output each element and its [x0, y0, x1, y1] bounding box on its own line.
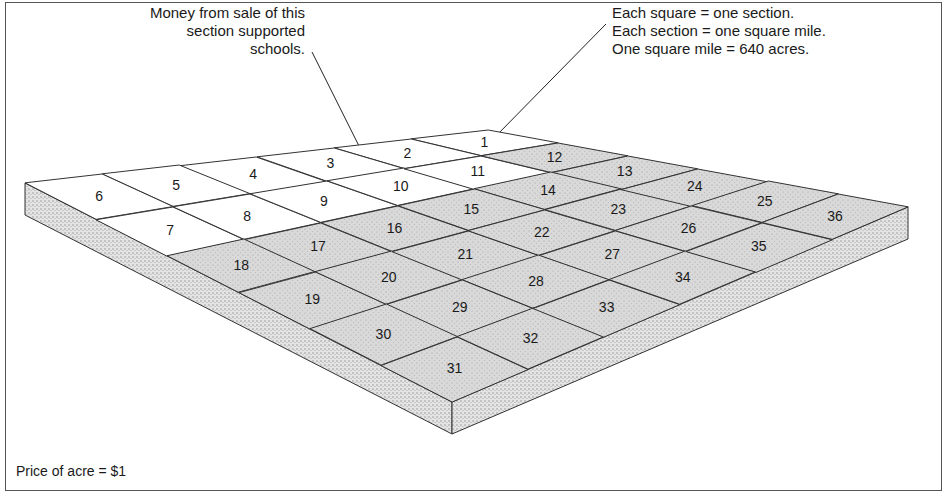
section-number: 9 [320, 193, 328, 209]
callout-note: Money from sale of this section supporte… [140, 4, 305, 58]
section-number: 3 [326, 155, 334, 171]
callout-note: Each section = one square mile. [612, 22, 826, 40]
section-number: 7 [166, 222, 174, 238]
section-number: 10 [393, 178, 409, 194]
callout-note: Each square = one section. [612, 4, 794, 22]
section-number: 5 [172, 177, 180, 193]
section-number: 20 [381, 269, 397, 285]
section-number: 25 [757, 193, 773, 209]
section-number: 2 [403, 145, 411, 161]
section-number: 13 [617, 163, 633, 179]
section-number: 30 [376, 326, 392, 342]
section-square: 36 [762, 194, 908, 239]
section-number: 21 [458, 246, 474, 262]
section-number: 29 [452, 299, 468, 315]
section-number: 14 [540, 182, 556, 198]
section-number: 22 [534, 224, 550, 240]
leader-line [496, 24, 606, 136]
section-number: 28 [528, 273, 544, 289]
callout-note: One square mile = 640 acres. [612, 40, 809, 58]
section-number: 36 [827, 208, 843, 224]
section-number: 31 [447, 360, 463, 376]
section-number: 24 [687, 178, 703, 194]
section-number: 35 [751, 238, 767, 254]
section-number: 12 [547, 149, 563, 165]
section-number: 33 [599, 299, 615, 315]
section-number: 1 [481, 134, 489, 150]
price-note: Price of acre = $1 [16, 462, 126, 480]
section-number: 11 [470, 163, 485, 179]
section-number: 8 [243, 208, 251, 224]
section-number: 18 [233, 257, 249, 273]
section-number: 17 [310, 238, 326, 254]
section-number: 23 [610, 201, 626, 217]
section-number: 26 [681, 220, 697, 236]
section-number: 4 [249, 166, 257, 182]
section-number: 27 [604, 246, 620, 262]
figure-frame [6, 3, 942, 491]
section-number: 15 [464, 201, 480, 217]
section-number: 19 [305, 291, 321, 307]
section-number: 34 [675, 269, 691, 285]
section-number: 16 [387, 220, 403, 236]
section-outline [762, 194, 908, 239]
section-number: 32 [523, 330, 539, 346]
section-number: 6 [95, 188, 103, 204]
